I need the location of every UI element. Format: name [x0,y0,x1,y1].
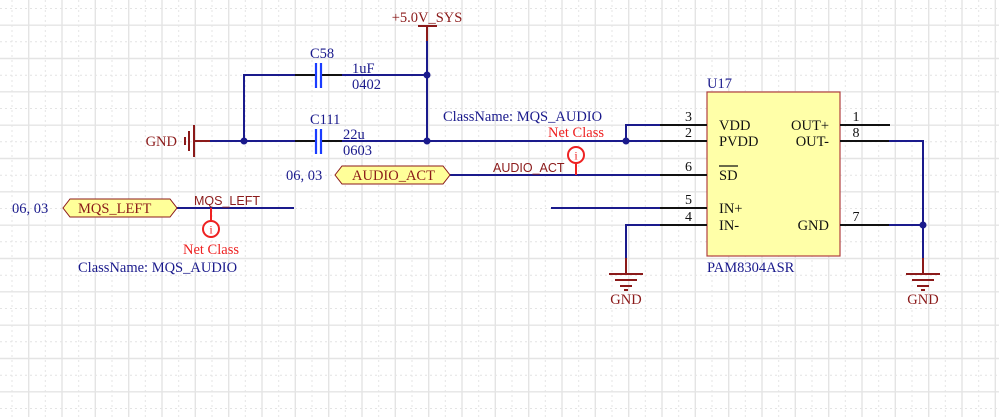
c111-value: 22u [343,127,365,143]
gnd-out-label: GND [907,292,938,308]
port-audio-act-sheet-ref: 06, 03 [286,168,322,184]
gnd-port-out[interactable]: GND [906,258,940,308]
pin-2-number: 2 [685,126,692,141]
directive-classname: ClassName: MQS_AUDIO [78,260,237,276]
junction-dot [423,71,431,79]
c58-package: 0402 [352,77,381,93]
pin-name-in-plus: IN+ [719,201,742,217]
port-mqs-left-shape[interactable] [62,198,178,218]
pin-6-number: 6 [685,160,692,175]
c111-package: 0603 [343,143,372,159]
power-port-5v[interactable]: +5.0V_SYS [392,10,463,41]
wire-in-minus[interactable] [625,224,660,258]
wire-out-minus[interactable] [889,140,924,258]
gnd-port-left[interactable]: GND [146,125,210,157]
port-mqs-left[interactable]: 06, 03 MQS_LEFT [12,198,178,218]
pin-name-in-minus: IN- [719,218,739,234]
pin-name-out-minus: OUT- [796,134,829,150]
wire-c58-left[interactable] [243,74,295,141]
pin-5-number: 5 [685,193,692,208]
junction-dot [919,221,927,229]
directive-classname: ClassName: MQS_AUDIO [443,109,602,125]
directive-label: Net Class [548,125,604,141]
port-audio-act[interactable]: 06, 03 AUDIO_ACT [286,165,451,185]
info-icon [202,220,220,238]
c111-designator: C111 [310,112,340,128]
port-audio-act-label: AUDIO_ACT [352,168,435,184]
ic-body[interactable] [706,91,841,257]
port-audio-act-shape[interactable] [334,165,451,185]
ic-part-number: PAM8304ASR [707,260,795,276]
ic-u17[interactable]: U17 PAM8304ASR 3 2 6 5 4 VDD PVDD SD IN+… [660,76,890,276]
junctions [240,71,927,229]
wires [177,41,924,258]
pin-3-number: 3 [685,110,692,125]
wire-vdd[interactable] [625,124,660,141]
capacitor-c111[interactable]: C111 22u 0603 [295,112,372,159]
pin-name-out-plus: OUT+ [791,118,829,134]
c58-designator: C58 [310,46,334,62]
net-class-directive-mqs[interactable]: i Net Class ClassName: MQS_AUDIO [78,208,239,276]
port-mqs-left-label: MQS_LEFT [78,201,151,217]
gnd-left-label: GND [146,134,177,150]
power-net-label: +5.0V_SYS [392,10,463,26]
c58-value: 1uF [352,61,375,77]
pin-name-vdd: VDD [719,118,750,134]
net-label-audio-act[interactable]: AUDIO_ACT [493,161,565,175]
directive-label: Net Class [183,242,239,258]
net-class-directive-audio[interactable]: ClassName: MQS_AUDIO Net Class i [443,109,604,175]
gnd-port-ic[interactable]: GND [609,258,643,308]
port-mqs-left-sheet-ref: 06, 03 [12,201,48,217]
junction-dot [423,137,431,145]
junction-dot [622,137,630,145]
pin-name-sd: SD [719,168,738,184]
gnd-ic-label: GND [610,292,641,308]
pin-name-pvdd: PVDD [719,134,758,150]
pin-name-gnd: GND [798,218,829,234]
junction-dot [240,137,248,145]
pin-7-number: 7 [853,210,860,225]
info-icon [567,146,585,164]
ic-designator: U17 [707,76,732,92]
capacitor-c58[interactable]: C58 1uF 0402 [295,46,381,93]
info-icon-glyph: i [209,223,213,237]
pin-8-number: 8 [853,126,860,141]
net-label-mqs-left[interactable]: MQS_LEFT [194,194,260,208]
pin-4-number: 4 [685,210,692,225]
info-icon-glyph: i [574,149,578,163]
pin-1-number: 1 [853,110,860,125]
